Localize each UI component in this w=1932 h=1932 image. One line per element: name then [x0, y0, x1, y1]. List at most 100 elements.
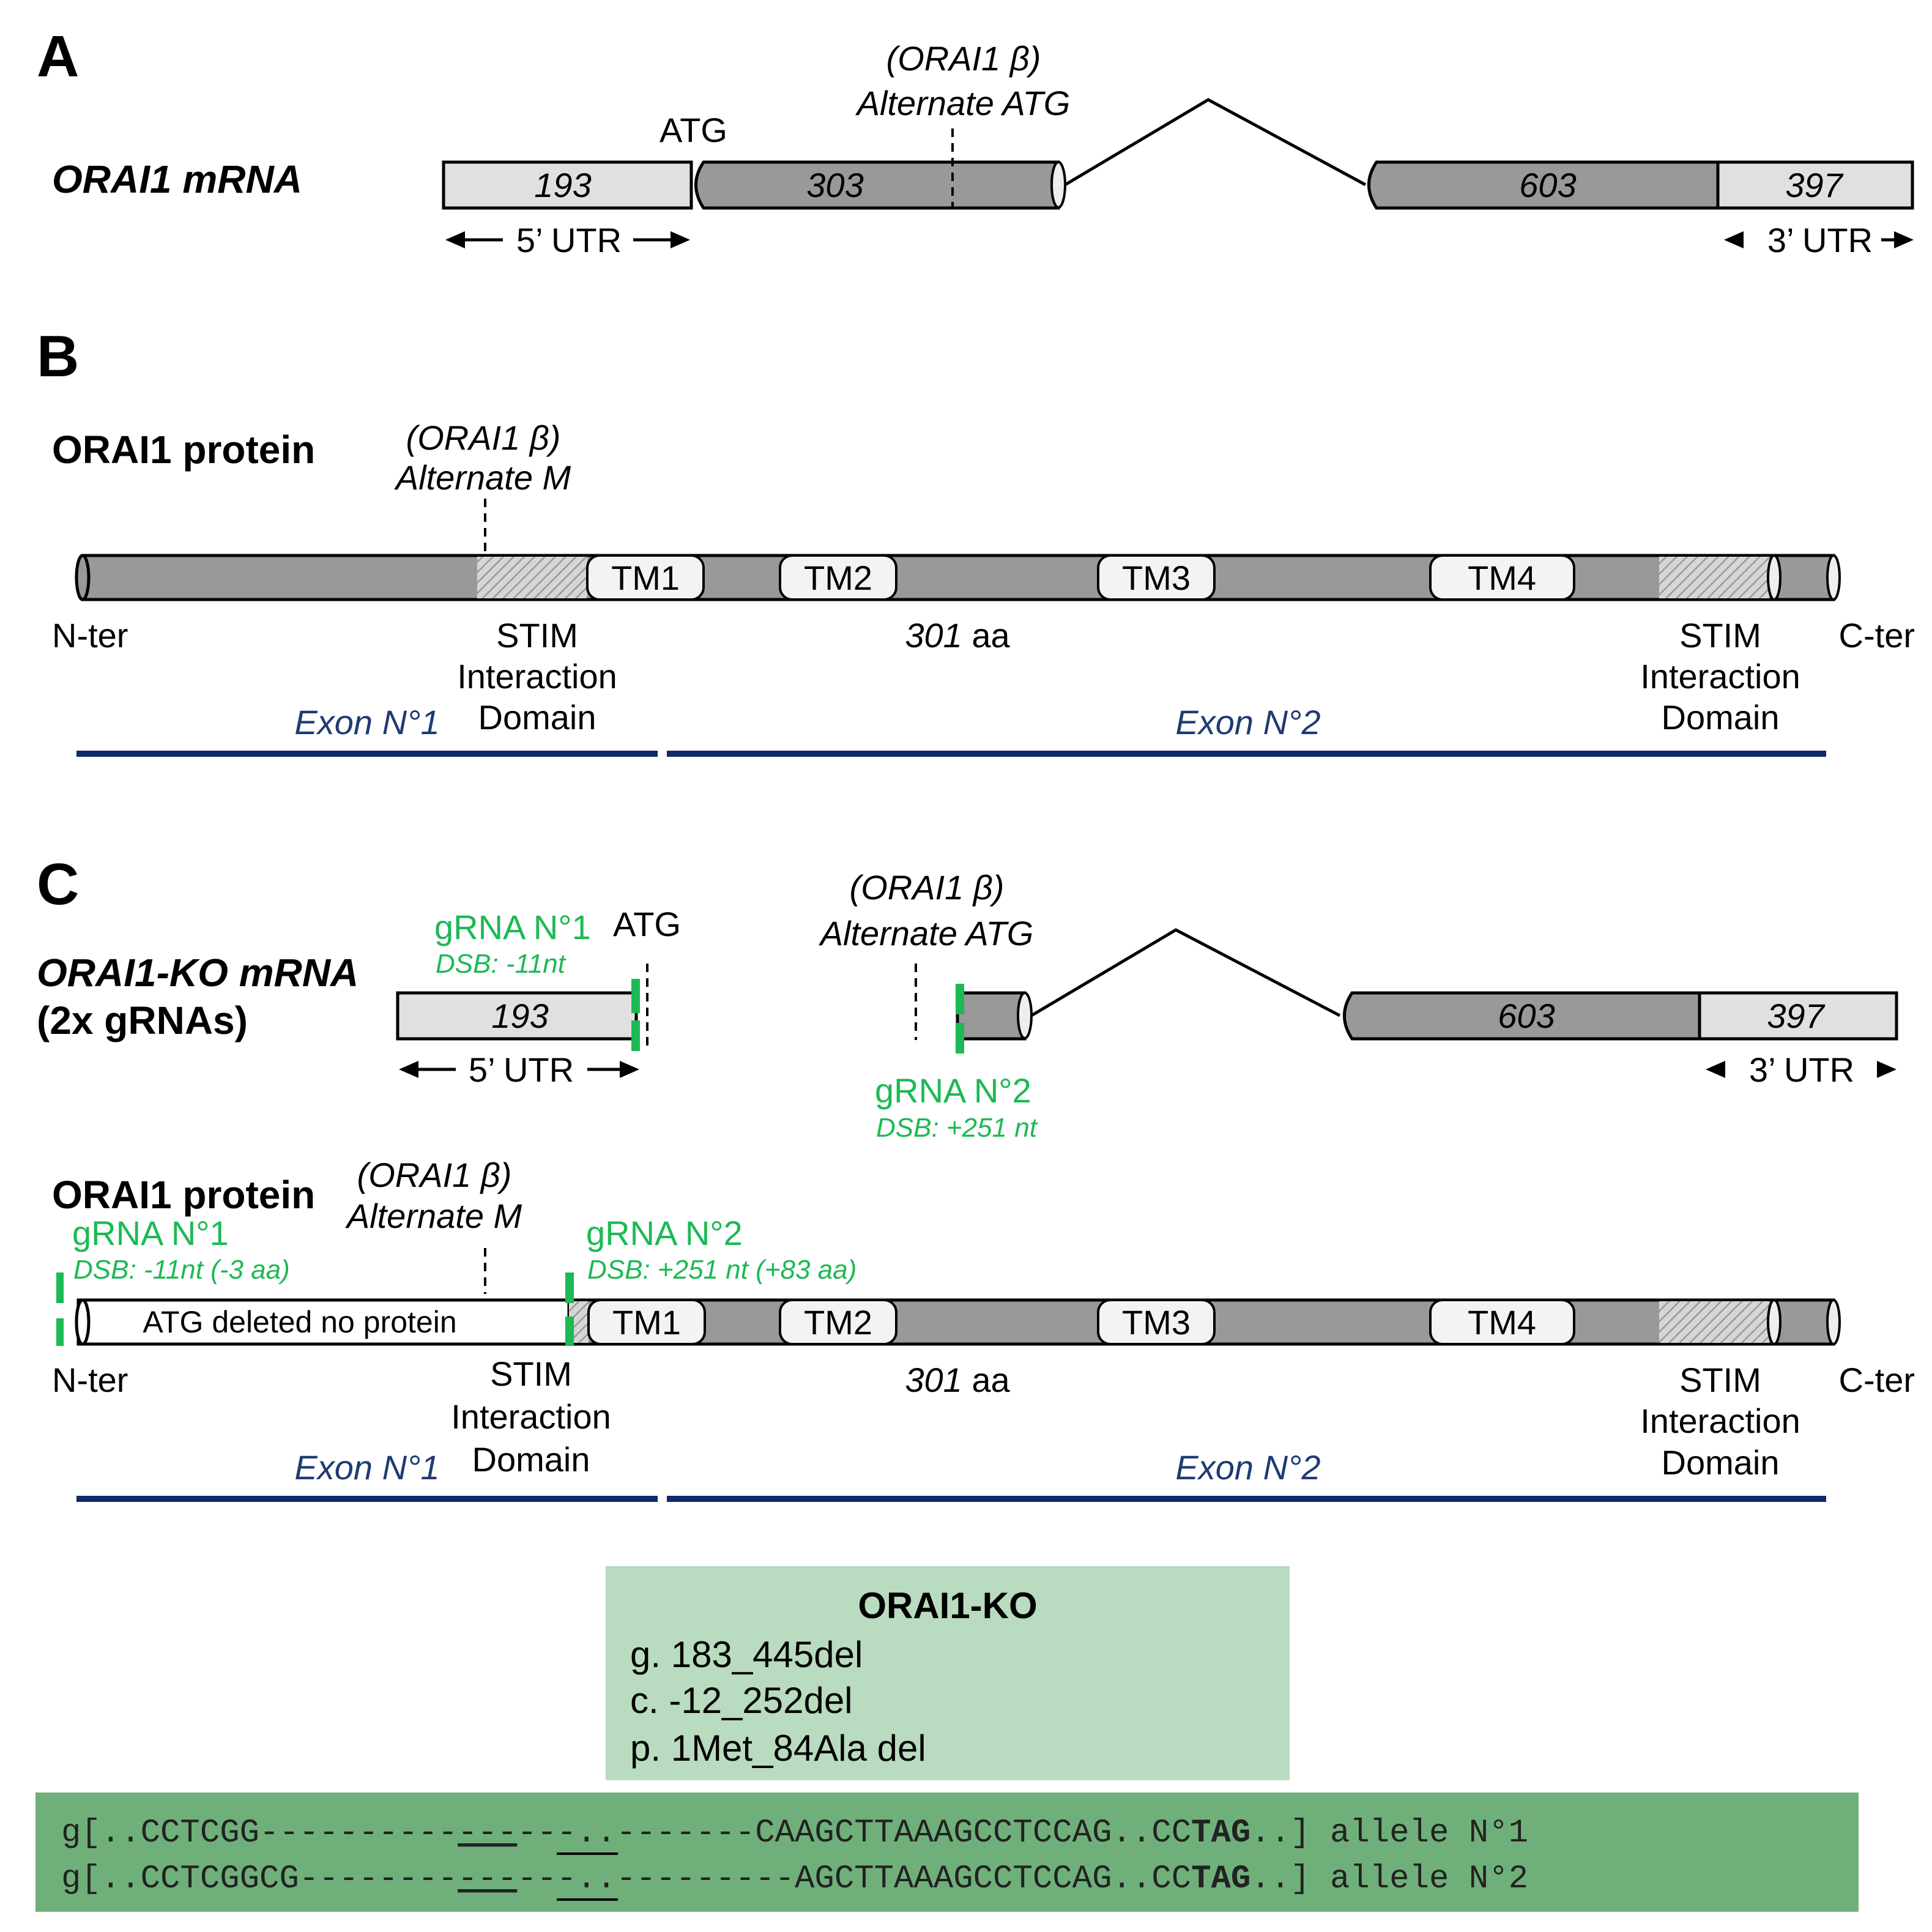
allele-sequence-box: [35, 1793, 1859, 1912]
stim-label-line: STIM: [496, 616, 578, 655]
ko-utr3-arrow: [1706, 1061, 1897, 1078]
stim-label-line: Domain: [1662, 698, 1780, 737]
segment-label: 397: [1785, 166, 1843, 204]
ko-summary-box: [606, 1566, 1290, 1780]
ko-box-line: p. 1Met_84Ala del: [630, 1728, 926, 1769]
ko-n-ter-label: N-ter: [52, 1361, 128, 1399]
exon-segment-397: [1716, 160, 1914, 210]
ko-exon1-label: Exon N°1: [294, 1448, 439, 1487]
panel-a-alt-name: (ORAI1 β): [886, 39, 1041, 78]
exon-segment-193: [442, 160, 693, 210]
exon-end-cap: [1017, 992, 1033, 1039]
stim-label-line: Domain: [472, 1440, 590, 1479]
grna1-cut-marker: [631, 979, 640, 1013]
length-number: 301: [905, 616, 962, 655]
length-unit: aa: [962, 1361, 1011, 1399]
tm-segment: [587, 1299, 706, 1345]
p-grna1-label: gRNA N°1: [72, 1214, 229, 1252]
tm-label: TM1: [611, 559, 680, 597]
tm-label: TM4: [1468, 559, 1536, 597]
tm-segment: [1097, 1299, 1216, 1345]
tm-label: TM4: [1468, 1303, 1536, 1342]
segment-label: 603: [1519, 166, 1576, 204]
protein-n-cap: [75, 554, 91, 601]
tm-label: TM3: [1122, 1303, 1191, 1342]
n-ter-label: N-ter: [52, 616, 128, 655]
panel-b-alt-name: (ORAI1 β): [406, 418, 561, 457]
ko-exon-remnant: [956, 991, 1027, 1041]
ko-c-ter-label: C-ter: [1839, 1361, 1915, 1399]
length-unit: aa: [962, 616, 1011, 655]
ko-utr5-arrow: [399, 1061, 639, 1078]
segment-label: 397: [1767, 997, 1825, 1035]
stim-label-line: STIM: [1679, 616, 1761, 655]
utr3-arrow: [1724, 231, 1914, 248]
stim-label-line: STIM: [490, 1354, 572, 1393]
tm-segment: [1097, 554, 1216, 601]
p-grna2-marker: [565, 1317, 574, 1346]
stim-domain-n: [477, 557, 587, 598]
grna2-dsb: DSB: +251 nt: [876, 1113, 1038, 1143]
grna1-cut-marker: [631, 1020, 640, 1051]
stim-domain-c: [1659, 1301, 1769, 1343]
panel-b-protein-track: [75, 554, 1841, 601]
panel-b-label: B: [37, 324, 79, 389]
length-number: 301: [905, 1361, 962, 1399]
tm-label: TM2: [804, 559, 872, 597]
panel-a-mrna-track: [442, 98, 1914, 210]
tm-segment: [779, 1299, 897, 1345]
stim-domain-c: [1659, 557, 1769, 598]
ko-c-cap: [1826, 1299, 1841, 1345]
p-grna2-label: gRNA N°2: [586, 1214, 743, 1252]
grna1-dsb: DSB: -11nt: [436, 949, 567, 979]
stim-label-line: Interaction: [457, 657, 617, 696]
stim-label-line: Interaction: [1640, 1402, 1800, 1440]
p-grna1-marker: [56, 1273, 64, 1303]
exon2-label: Exon N°2: [1175, 703, 1320, 741]
panel-a-atg: ATG: [659, 111, 727, 149]
ko-utr5-label: 5’ UTR: [469, 1050, 574, 1089]
stim-label-line: Domain: [478, 698, 596, 737]
exon1-label: Exon N°1: [294, 703, 439, 741]
tm-label: TM2: [804, 1303, 872, 1342]
segment-label: 193: [491, 997, 548, 1035]
tm-segment: [586, 554, 705, 601]
stim-label-line: Interaction: [451, 1397, 611, 1436]
segment-label: 603: [1498, 997, 1555, 1035]
ko-box-line: g. 183_445del: [630, 1634, 863, 1675]
ko-exon-segment-603: [1343, 991, 1701, 1041]
ko-exon-segment-193: [396, 991, 638, 1041]
ko-protein-track: [56, 1273, 1841, 1346]
ko-exon-segment-397: [1698, 991, 1898, 1041]
panel-b-alt-m: Alternate M: [394, 458, 571, 497]
c-ter-label: C-ter: [1839, 616, 1915, 655]
panel-a-alt-atg: Alternate ATG: [855, 84, 1071, 122]
deleted-label: ATG deleted no protein: [143, 1305, 456, 1339]
grna2-cut-marker: [956, 984, 964, 1014]
cap: [1767, 554, 1782, 601]
panel-c-alt-atg: Alternate ATG: [819, 914, 1034, 953]
panel-c-alt-name: (ORAI1 β): [850, 868, 1005, 907]
intron-line: [1064, 98, 1367, 187]
utr5-arrow: [445, 231, 690, 248]
intron-line: [1030, 928, 1341, 1017]
exon-end-cap: [1050, 161, 1066, 209]
panel-c-atg: ATG: [613, 905, 681, 943]
p-alt-name: (ORAI1 β): [357, 1156, 512, 1194]
p-grna2-dsb: DSB: +251 nt (+83 aa): [587, 1255, 856, 1285]
utr3-label: 3’ UTR: [1767, 221, 1873, 259]
allele-2-sequence: g[..CCTCGGCG--------------..---------AGC…: [61, 1860, 1528, 1898]
ko-utr3-label: 3’ UTR: [1749, 1050, 1854, 1089]
length-label: 301 aa: [905, 616, 1010, 655]
ko-box-title: ORAI1-KO: [858, 1585, 1037, 1626]
panel-b-title: ORAI1 protein: [52, 428, 315, 472]
p-grna1-marker: [56, 1318, 64, 1346]
exon-segment-303: [694, 160, 1060, 210]
ko-box-line: c. -12_252del: [630, 1680, 853, 1721]
cap: [1767, 1299, 1782, 1345]
p-grna1-dsb: DSB: -11nt (-3 aa): [73, 1255, 290, 1285]
segment-label: 303: [806, 166, 863, 204]
panel-a-title: ORAI1 mRNA: [52, 157, 302, 201]
grna2-label: gRNA N°2: [875, 1071, 1031, 1110]
